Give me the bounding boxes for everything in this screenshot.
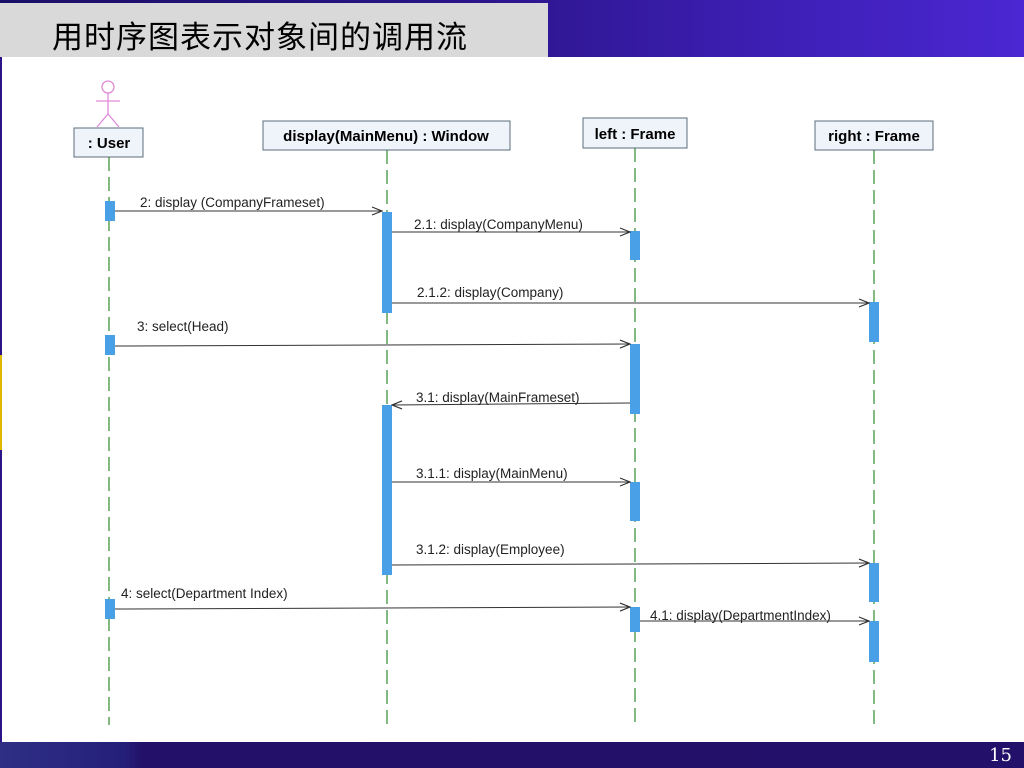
message-arrow-5 <box>392 403 631 405</box>
message-label-1: 2: display (CompanyFrameset) <box>140 195 325 210</box>
lifeline-box-user: : User <box>73 127 144 158</box>
message-arrow-7 <box>391 563 869 565</box>
activation-window-2 <box>382 405 392 575</box>
lifeline-label-left: left : Frame <box>595 126 676 143</box>
message-label-6: 3.1.1: display(MainMenu) <box>416 466 568 481</box>
footer-band <box>0 742 1024 768</box>
activation-right-3 <box>869 621 879 662</box>
actor-figure <box>96 80 120 128</box>
activation-right-2 <box>869 563 879 602</box>
activation-window-1 <box>382 212 392 313</box>
message-arrow-8 <box>114 607 630 609</box>
activation-left-4 <box>630 607 640 632</box>
lifeline-label-user: : User <box>88 135 131 152</box>
activation-right-1 <box>869 302 879 342</box>
activation-left-2 <box>630 344 640 414</box>
activation-user-3 <box>105 599 115 619</box>
slide-title: 用时序图表示对象间的调用流 <box>52 20 468 56</box>
message-label-7: 3.1.2: display(Employee) <box>416 542 565 557</box>
lifeline-box-right: right : Frame <box>814 120 934 151</box>
message-label-9: 4.1: display(DepartmentIndex) <box>650 608 831 623</box>
lifeline-label-right: right : Frame <box>828 128 920 145</box>
message-label-5: 3.1: display(MainFrameset) <box>416 390 580 405</box>
message-label-4: 3: select(Head) <box>137 319 229 334</box>
activation-user-1 <box>105 201 115 221</box>
title-box: 用时序图表示对象间的调用流 <box>0 3 548 57</box>
page-number: 15 <box>989 745 1012 766</box>
activation-left-1 <box>630 231 640 260</box>
activation-user-2 <box>105 335 115 355</box>
lifeline-label-window: display(MainMenu) : Window <box>283 128 489 145</box>
activation-left-3 <box>630 482 640 521</box>
message-label-8: 4: select(Department Index) <box>121 586 288 601</box>
sequence-diagram: : User display(MainMenu) : Window left :… <box>73 80 934 725</box>
message-label-2: 2.1: display(CompanyMenu) <box>414 217 583 232</box>
message-label-3: 2.1.2: display(Company) <box>417 285 563 300</box>
lifeline-box-window: display(MainMenu) : Window <box>262 120 511 151</box>
left-accent-strip <box>0 355 2 450</box>
message-arrow-4 <box>114 344 630 346</box>
lifeline-box-left: left : Frame <box>582 117 688 149</box>
